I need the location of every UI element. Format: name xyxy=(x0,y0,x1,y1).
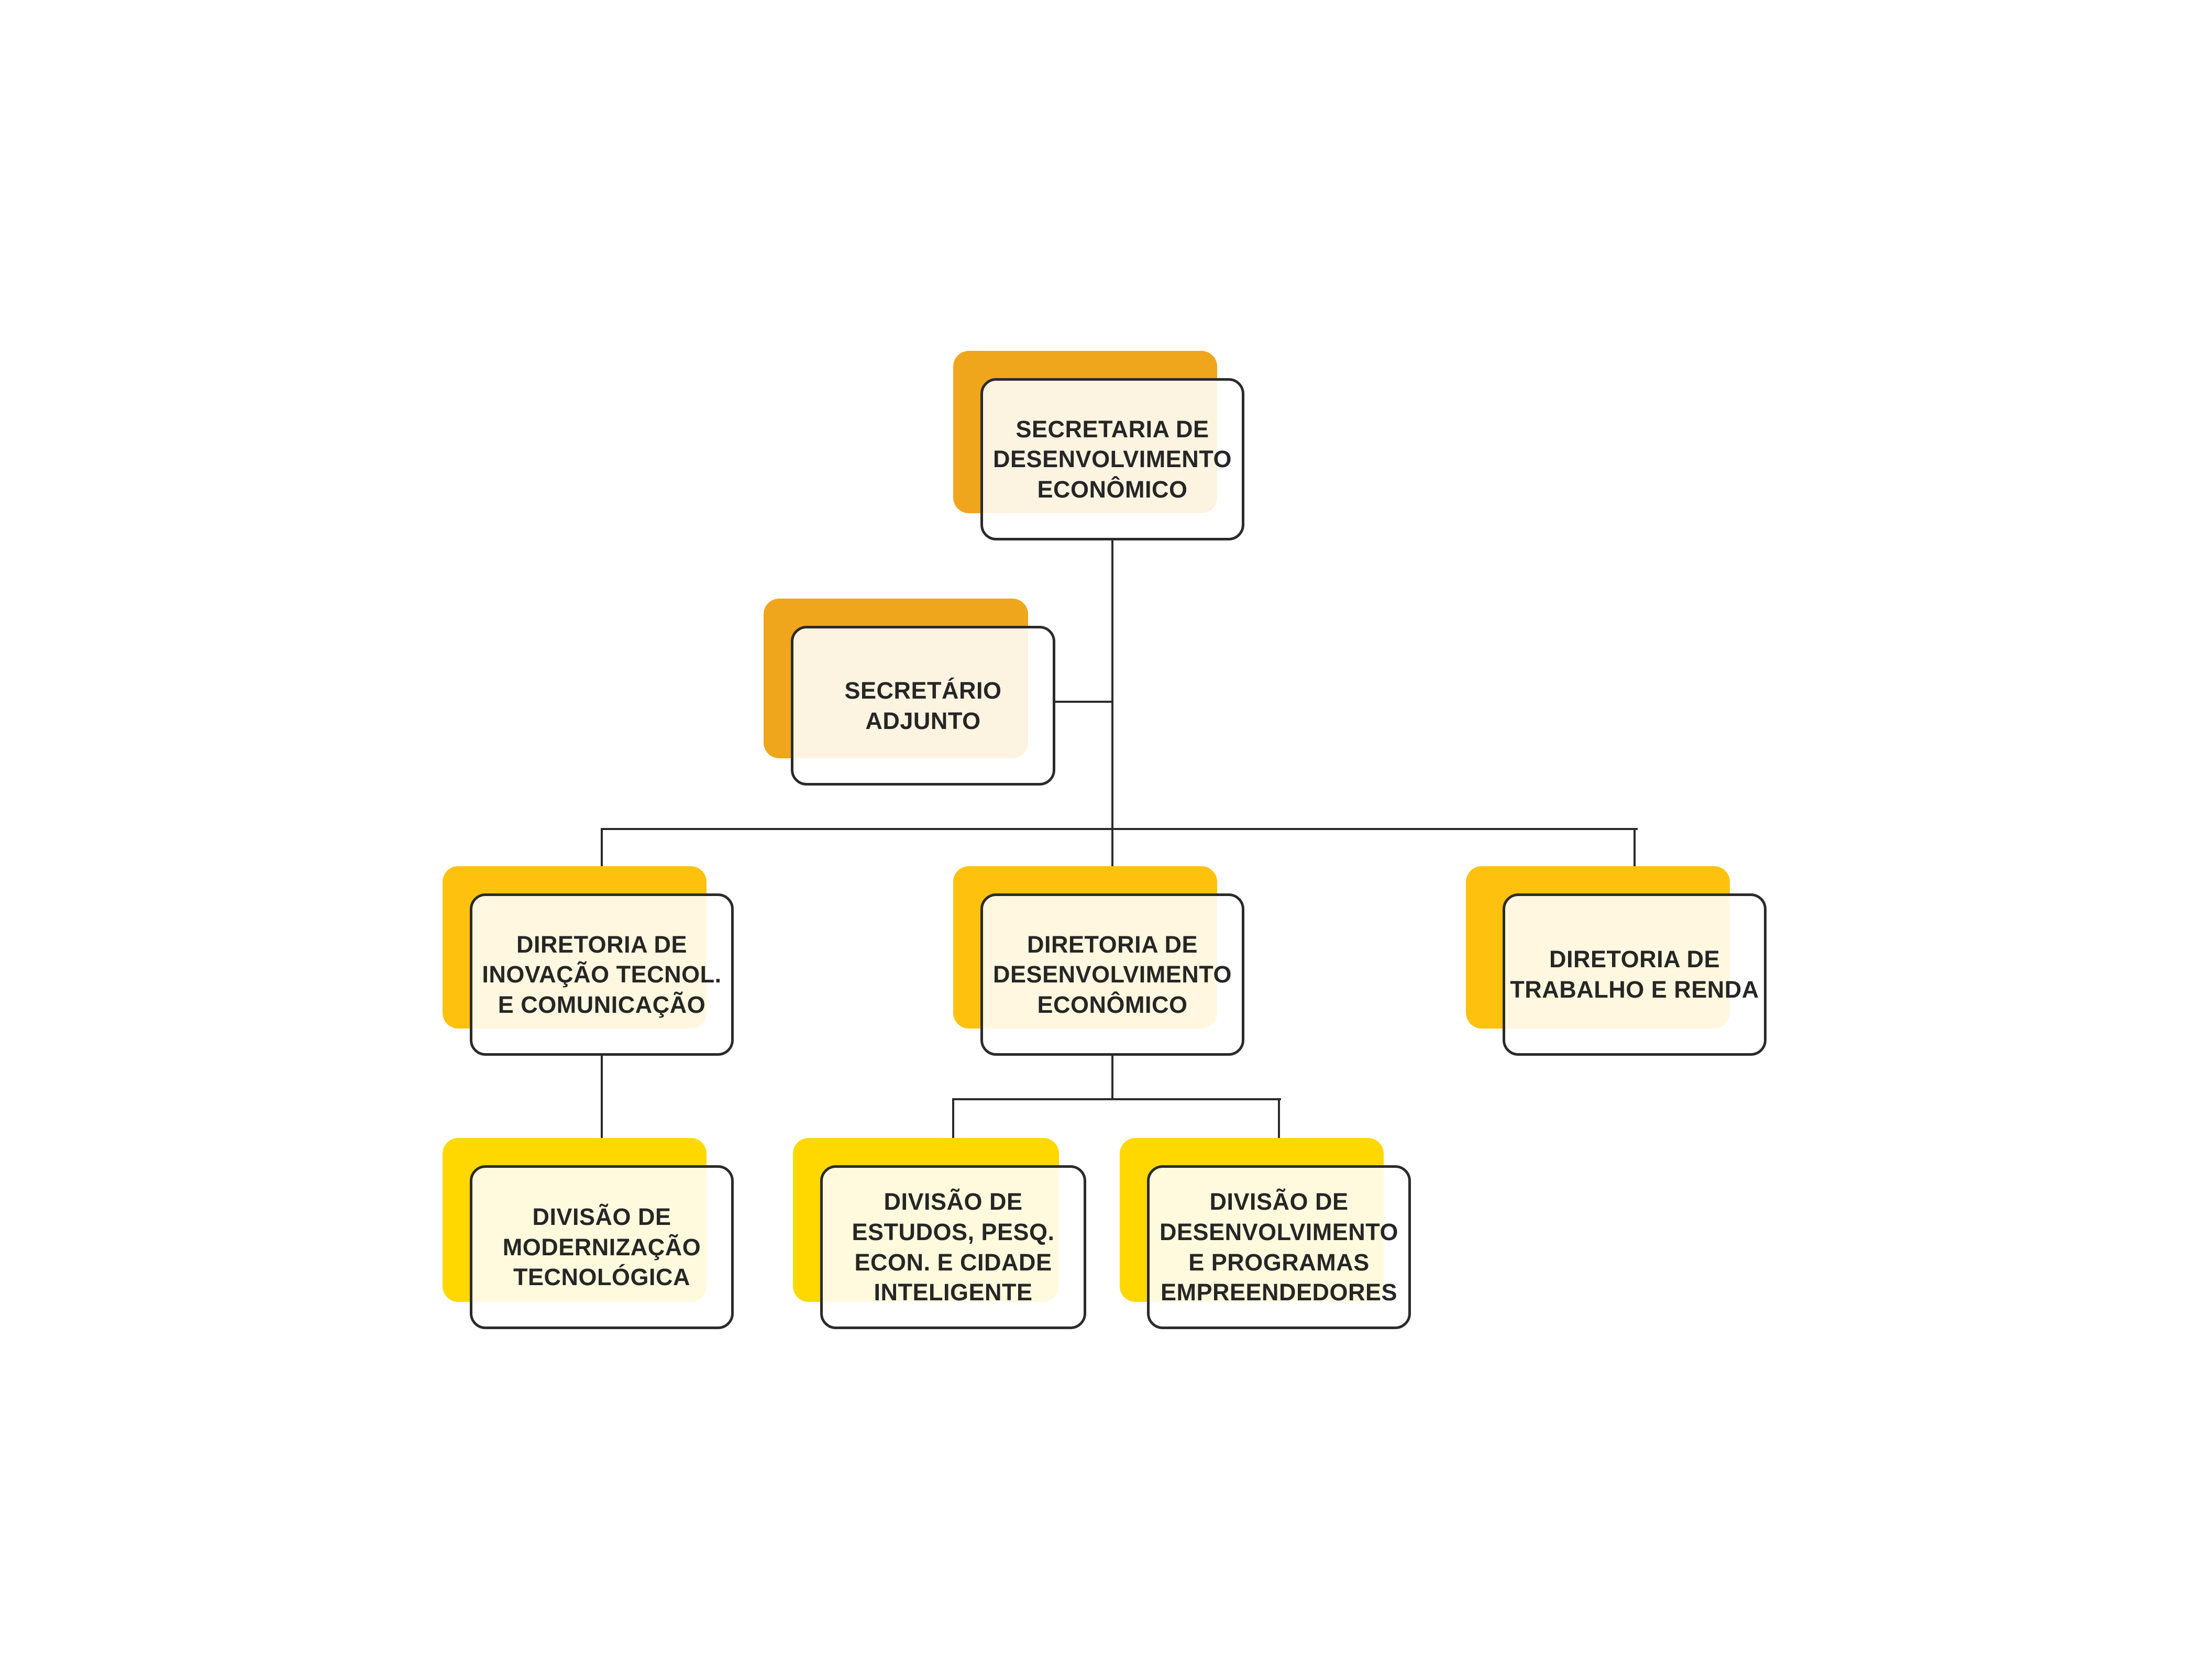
connector-drop-desenvolvimento xyxy=(1111,828,1113,869)
node-box: DIVISÃO DE MODERNIZAÇÃO TECNOLÓGICA xyxy=(470,1165,734,1329)
node-label: DIRETORIA DE INOVAÇÃO TECNOL. E COMUNICA… xyxy=(482,931,722,1018)
node-label: DIVISÃO DE ESTUDOS, PESQ. ECON. E CIDADE… xyxy=(852,1188,1055,1306)
node-box: SECRETARIA DE DESENVOLVIMENTO ECONÔMICO xyxy=(980,378,1244,540)
connector-level2-bus xyxy=(601,828,1638,830)
connector-level3-bus xyxy=(952,1098,1281,1100)
node-box: DIVISÃO DE ESTUDOS, PESQ. ECON. E CIDADE… xyxy=(820,1165,1086,1329)
node-label: DIRETORIA DE TRABALHO E RENDA xyxy=(1510,946,1759,1003)
node-label: DIVISÃO DE MODERNIZAÇÃO TECNOLÓGICA xyxy=(502,1203,701,1291)
node-label: SECRETÁRIO ADJUNTO xyxy=(844,677,1002,734)
connector-drop-estudos xyxy=(952,1098,954,1141)
node-label: DIVISÃO DE DESENVOLVIMENTO E PROGRAMAS E… xyxy=(1160,1188,1398,1306)
node-box: DIRETORIA DE INOVAÇÃO TECNOL. E COMUNICA… xyxy=(470,893,734,1056)
connector-drop-modernizacao xyxy=(601,1056,603,1141)
node-box: DIRETORIA DE DESENVOLVIMENTO ECONÔMICO xyxy=(980,893,1244,1056)
connector-stub-desenvolvimento xyxy=(1111,1056,1113,1100)
connector-drop-inovacao xyxy=(601,828,603,869)
node-box: DIVISÃO DE DESENVOLVIMENTO E PROGRAMAS E… xyxy=(1147,1165,1411,1329)
node-label: SECRETARIA DE DESENVOLVIMENTO ECONÔMICO xyxy=(993,415,1232,503)
node-box: SECRETÁRIO ADJUNTO xyxy=(791,626,1055,786)
node-box: DIRETORIA DE TRABALHO E RENDA xyxy=(1503,893,1767,1056)
node-label: DIRETORIA DE DESENVOLVIMENTO ECONÔMICO xyxy=(993,931,1232,1018)
connector-adjunto-link xyxy=(1055,701,1113,703)
connector-drop-desenv-programas xyxy=(1278,1098,1280,1141)
connector-trunk xyxy=(1111,540,1113,830)
connector-drop-trabalho xyxy=(1634,828,1636,869)
